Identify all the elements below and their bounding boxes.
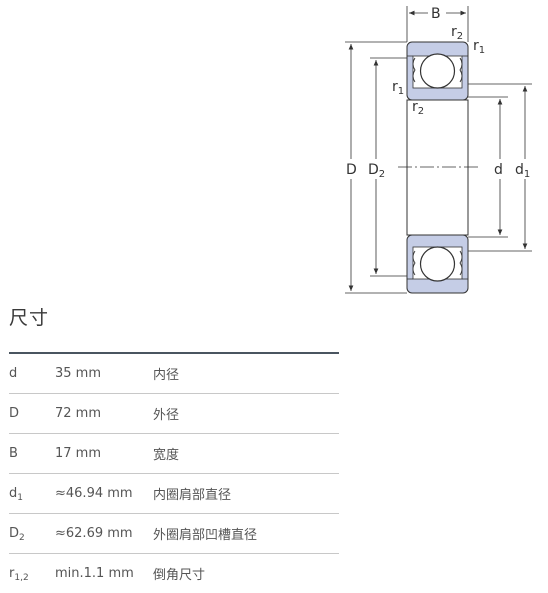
label-D: D <box>346 162 357 178</box>
ball-bottom <box>419 246 456 282</box>
label-B: B <box>431 6 441 22</box>
dimension-value: 35 mm <box>55 352 153 393</box>
dimension-description: 外圈肩部凹槽直径 <box>153 512 339 553</box>
dimension-symbol: r1,2 <box>9 552 55 593</box>
dimension-value: ≈62.69 mm <box>55 512 153 553</box>
bottom-section <box>406 234 469 294</box>
label-masks <box>343 5 538 179</box>
dimension-description: 内径 <box>153 352 339 393</box>
dimension-value: ≈46.94 mm <box>55 472 153 513</box>
label-r1-top: r1 <box>473 38 485 56</box>
label-r1-left: r1 <box>392 79 404 97</box>
section-title: 尺寸 <box>9 307 50 329</box>
bearing-body <box>398 99 480 236</box>
dimension-description: 宽度 <box>153 432 339 473</box>
dimension-value: 17 mm <box>55 432 153 473</box>
dimension-description: 外径 <box>153 392 339 433</box>
dimension-description: 内圈肩部直径 <box>153 472 339 513</box>
dimension-symbol: d <box>9 352 55 393</box>
dimension-symbol: D2 <box>9 512 55 553</box>
dimension-symbol: D <box>9 392 55 433</box>
top-section <box>406 41 469 101</box>
dimension-symbol: B <box>9 432 55 473</box>
dimension-symbol: d1 <box>9 472 55 513</box>
label-d1: d1 <box>515 162 530 180</box>
extension-lines <box>345 6 532 294</box>
label-d: d <box>494 162 503 178</box>
dimension-value: 72 mm <box>55 392 153 433</box>
ball-top <box>419 53 456 89</box>
label-D2: D2 <box>368 162 385 180</box>
bearing-cross-section-drawing: B r2 r1 r1 r2 D D2 d d1 <box>343 5 538 294</box>
label-r2-top: r2 <box>451 24 463 42</box>
dimension-description: 倒角尺寸 <box>153 552 339 593</box>
dimension-value: min.1.1 mm <box>55 552 153 593</box>
label-r2-inner: r2 <box>412 99 424 117</box>
